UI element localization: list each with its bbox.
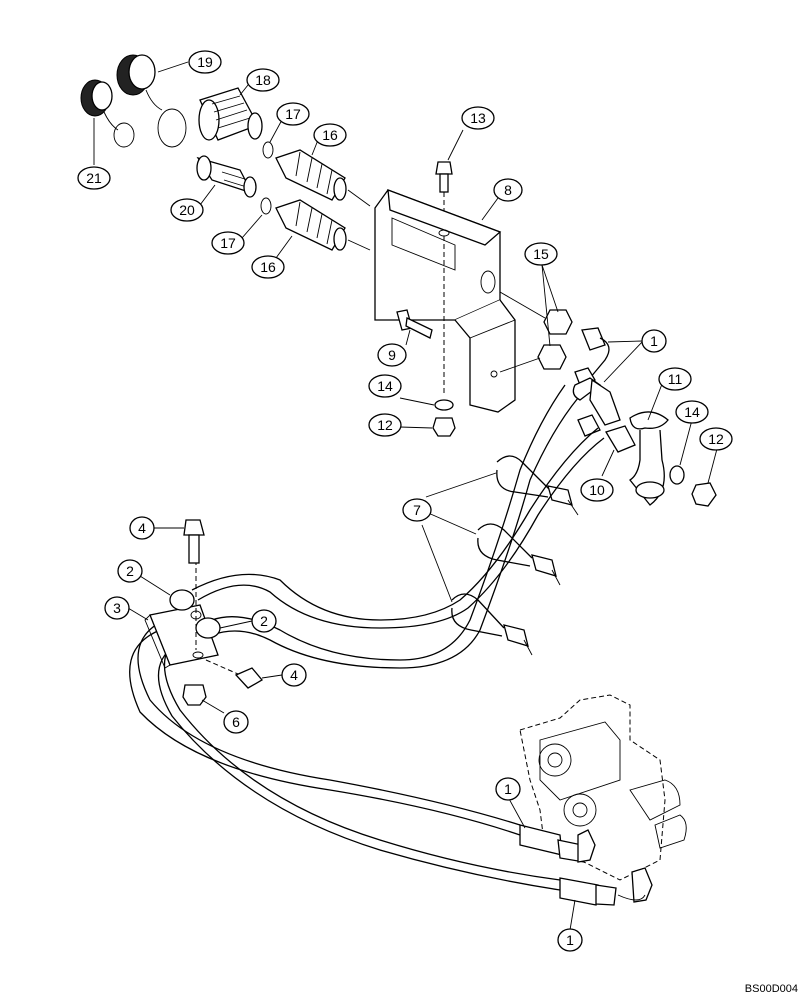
callout-label: 2 <box>260 613 268 629</box>
callout-12-right: 12 <box>699 427 733 451</box>
callout-label: 11 <box>668 371 683 387</box>
nut-lower <box>537 344 567 370</box>
callout-label: 12 <box>708 431 724 447</box>
callout-15: 15 <box>524 242 558 266</box>
bolt-top <box>435 161 453 228</box>
callout-6: 6 <box>223 710 249 734</box>
adapter-lower <box>275 199 347 251</box>
dust-cap-small <box>80 79 135 148</box>
callout-label: 18 <box>255 72 271 88</box>
callout-3: 3 <box>104 596 130 620</box>
callout-14-right: 14 <box>675 400 709 424</box>
leader-lines <box>93 61 719 931</box>
callout-label: 9 <box>388 347 396 363</box>
callout-label: 16 <box>260 259 276 275</box>
callout-label: 4 <box>138 520 146 536</box>
female-coupler <box>198 87 263 141</box>
hose-clamp <box>629 411 669 506</box>
callout-8: 8 <box>493 178 523 202</box>
callout-label: 21 <box>86 170 102 186</box>
callout-4-lower: 4 <box>281 663 307 687</box>
callout-label: 14 <box>377 378 393 394</box>
drawing-code: BS00D004 <box>745 983 798 995</box>
clamp-assembly <box>144 519 263 706</box>
o-ring-upper <box>262 141 274 159</box>
callout-12-bracket: 12 <box>368 413 402 437</box>
callout-label: 14 <box>684 404 700 420</box>
hose-fitting-upper <box>572 327 621 437</box>
callout-2-lower: 2 <box>251 609 277 633</box>
callout-label: 16 <box>322 127 338 143</box>
callout-label: 1 <box>566 932 574 948</box>
callout-label: 17 <box>220 235 236 251</box>
callout-9: 9 <box>377 343 407 367</box>
callout-14-bracket: 14 <box>368 374 402 398</box>
callout-1-lower: 1 <box>557 928 583 952</box>
callout-16-upper: 16 <box>313 123 347 147</box>
callout-label: 19 <box>197 54 213 70</box>
callout-2-upper: 2 <box>117 559 143 583</box>
callout-label: 4 <box>290 667 298 683</box>
callout-label: 7 <box>413 502 421 518</box>
callout-10: 10 <box>580 478 614 502</box>
o-ring-lower <box>260 197 272 215</box>
hose-fitting-lower <box>519 824 653 906</box>
nut-bracket <box>432 417 456 437</box>
spacer-sleeve <box>605 425 636 453</box>
callout-label: 12 <box>377 417 393 433</box>
dust-cap-large <box>116 54 187 148</box>
callout-label: 1 <box>504 781 512 797</box>
washer-bracket <box>434 399 454 411</box>
callout-label: 20 <box>179 202 195 218</box>
callout-label: 13 <box>470 110 486 126</box>
bolt-side <box>396 309 433 339</box>
callout-label: 8 <box>504 182 512 198</box>
callout-label: 10 <box>589 482 605 498</box>
callout-13: 13 <box>461 106 495 130</box>
callout-19: 19 <box>188 50 222 74</box>
callout-17-lower: 17 <box>211 231 245 255</box>
callout-16-lower: 16 <box>251 255 285 279</box>
adapter-upper <box>275 149 347 201</box>
nut-upper <box>543 309 573 335</box>
hydraulic-hoses <box>129 384 605 891</box>
callout-label: 2 <box>126 563 134 579</box>
callout-label: 3 <box>113 600 121 616</box>
male-coupler <box>196 155 257 198</box>
washer-right <box>669 465 685 485</box>
callout-label: 17 <box>285 106 301 122</box>
callout-17-upper: 17 <box>276 102 310 126</box>
control-valve <box>519 694 687 881</box>
callout-4-upper: 4 <box>129 516 155 540</box>
callout-1-upper: 1 <box>641 329 667 353</box>
callout-20: 20 <box>170 198 204 222</box>
callout-label: 6 <box>232 714 240 730</box>
callout-21: 21 <box>77 166 111 190</box>
callout-11: 11 <box>658 367 692 391</box>
callout-18: 18 <box>246 68 280 92</box>
nut-right <box>691 482 717 507</box>
callout-1-middle: 1 <box>495 777 521 801</box>
callout-7: 7 <box>402 498 432 522</box>
mounting-bracket <box>374 189 516 413</box>
callout-label: 1 <box>650 333 658 349</box>
callout-label: 15 <box>533 246 549 262</box>
